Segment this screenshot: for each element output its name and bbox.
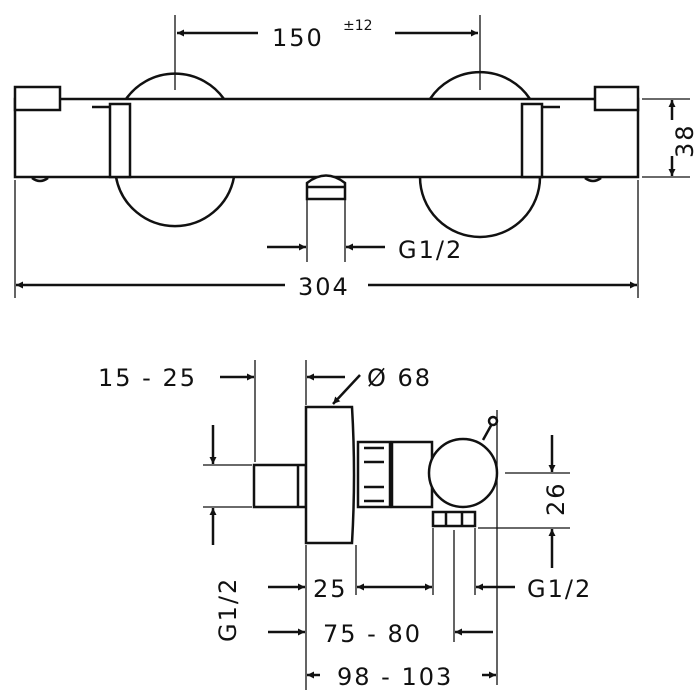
left-handle-cap xyxy=(13,85,62,112)
top-view: 150 ±12 G1/2 304 38 xyxy=(13,15,699,301)
right-handle-cap xyxy=(593,85,640,112)
thermostat-body-side xyxy=(390,440,434,509)
thermostat-body xyxy=(13,97,640,179)
dim-outlet-thread: G1/2 xyxy=(527,575,592,603)
side-view: 15 - 25 Ø 68 G1/2 26 25 G1/2 75 - 80 98 … xyxy=(98,360,592,691)
dim-150: 150 xyxy=(272,24,324,52)
escutcheon-side xyxy=(304,405,356,545)
dim-150-tolerance: ±12 xyxy=(343,18,373,34)
dim-304: 304 xyxy=(298,273,350,301)
dim-38: 38 xyxy=(671,123,699,158)
outlet-nut xyxy=(431,510,477,528)
dim-75-80: 75 - 80 xyxy=(323,620,422,648)
temperature-handle xyxy=(427,437,499,509)
union-nut xyxy=(356,440,392,509)
leader-arrow xyxy=(332,374,361,405)
dim-escutcheon-diameter: Ø 68 xyxy=(367,364,432,392)
dim-25: 25 xyxy=(313,575,348,603)
left-collar xyxy=(108,102,132,179)
dim-98-103: 98 - 103 xyxy=(337,663,453,691)
dim-wall-distance: 15 - 25 xyxy=(98,364,197,392)
dim-26: 26 xyxy=(542,481,570,516)
right-collar xyxy=(520,102,544,179)
dim-outlet-thread: G1/2 xyxy=(398,236,463,264)
dim-inlet-thread: G1/2 xyxy=(214,577,242,642)
